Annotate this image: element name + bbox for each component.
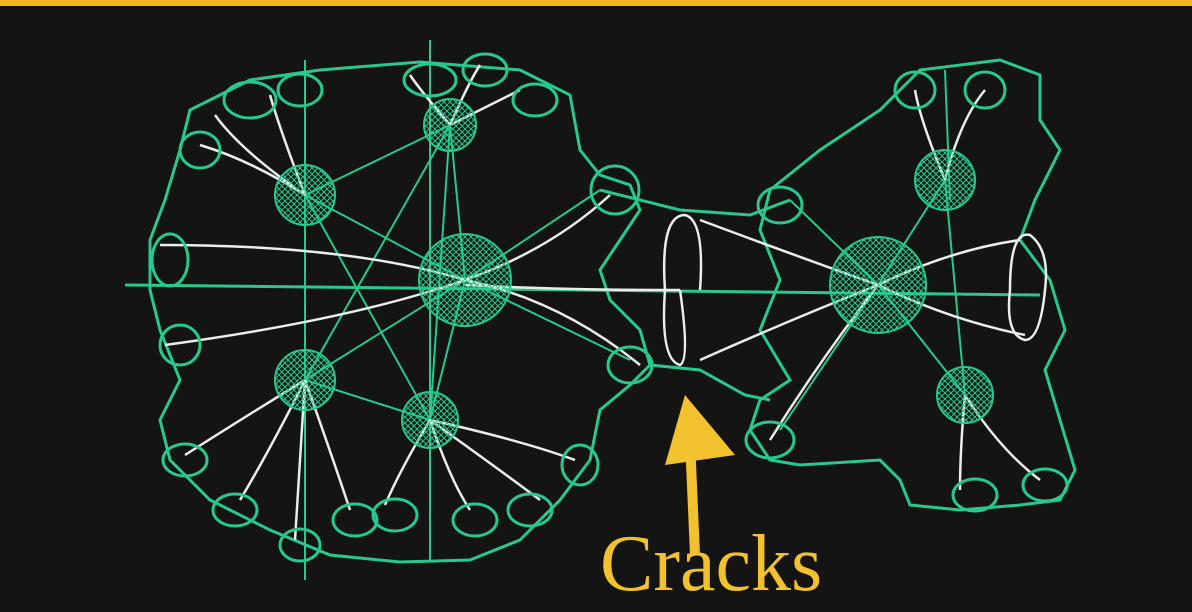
wireframe-nodes — [275, 99, 993, 448]
cracks-label: Cracks — [600, 520, 822, 608]
left-cluster-outline — [150, 62, 650, 562]
